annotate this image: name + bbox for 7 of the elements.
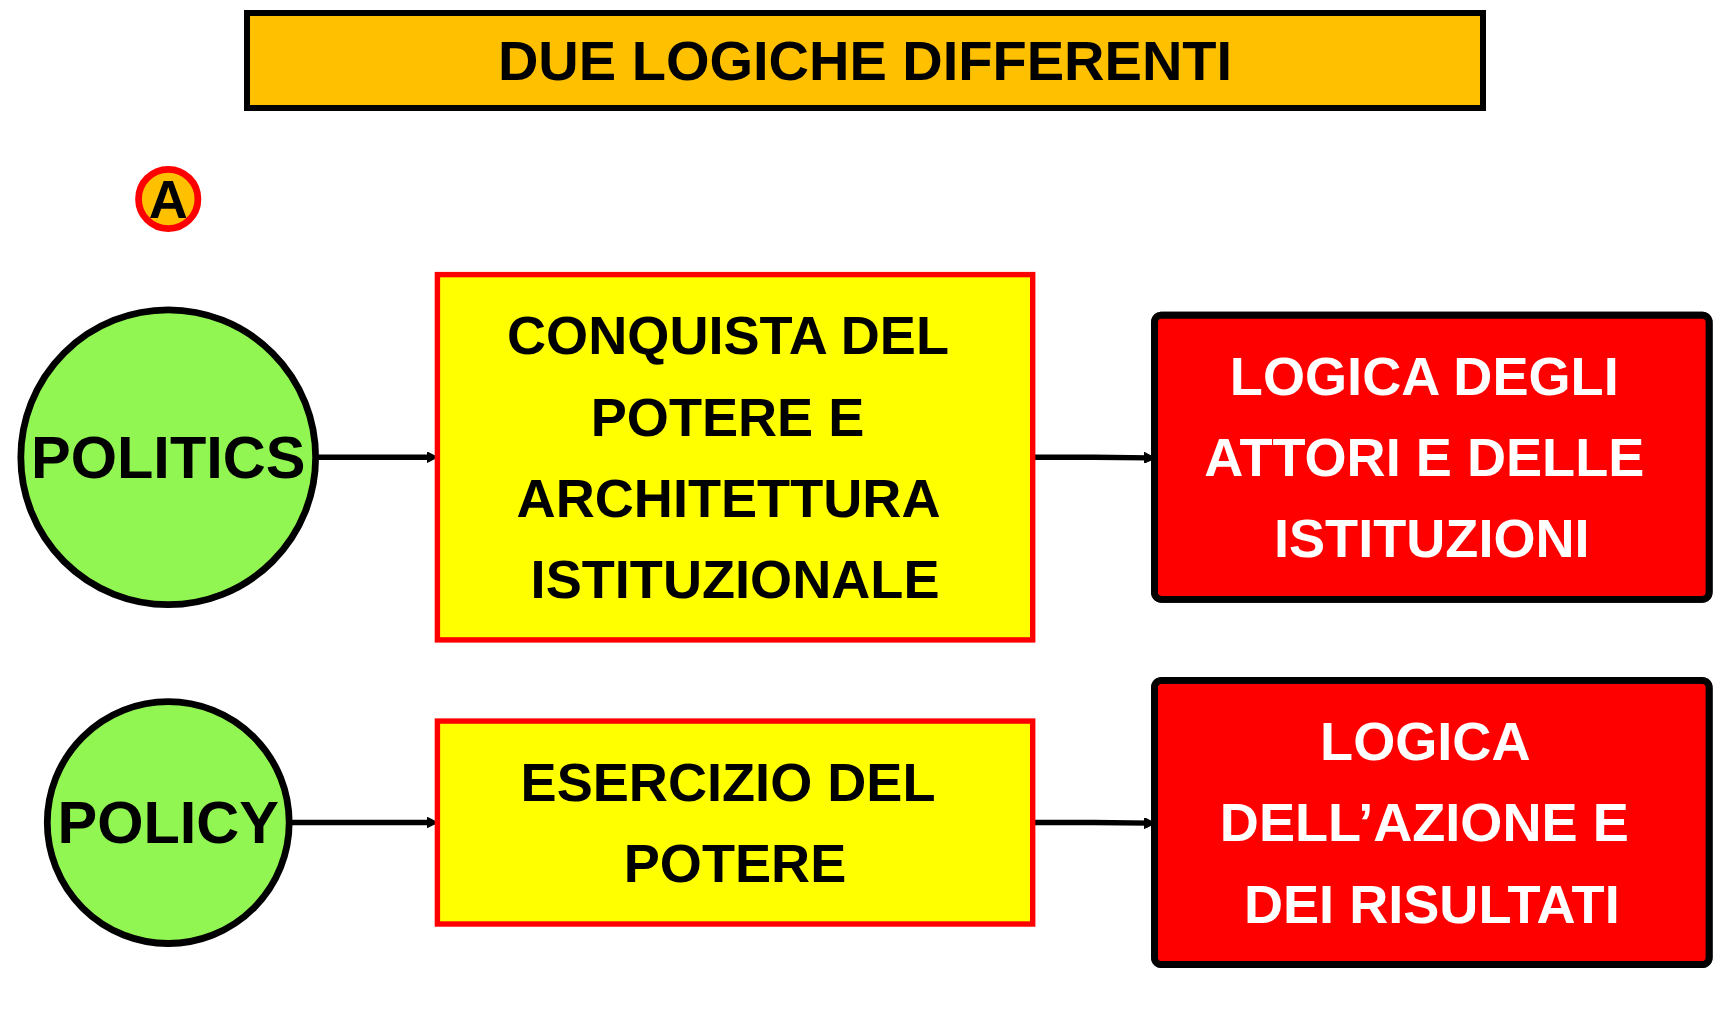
title-banner: DUE LOGICHE DIFFERENTI [244, 10, 1486, 111]
arrow [289, 816, 438, 829]
node-circle: POLICY [43, 698, 293, 947]
node-circle: A [135, 165, 202, 233]
node-circle: POLITICS [17, 306, 319, 609]
node-box: ESERCIZIO DEL POTERE [434, 718, 1036, 927]
node-box: CONQUISTA DEL POTERE E ARCHITETTURA ISTITUZIONALE [434, 271, 1036, 643]
